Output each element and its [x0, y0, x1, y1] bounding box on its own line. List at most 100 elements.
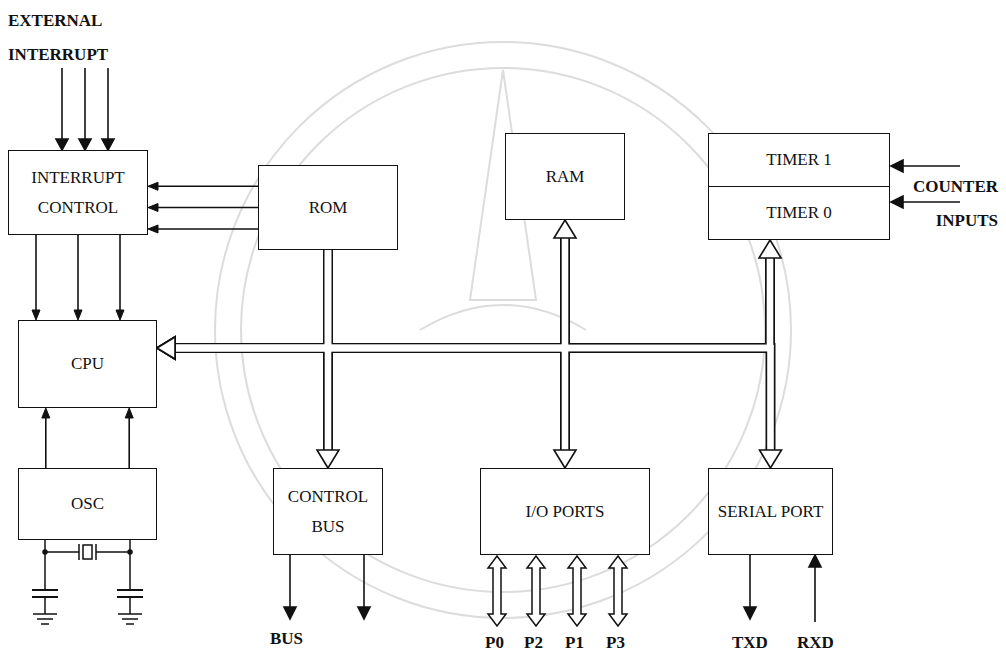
ground-symbol [122, 618, 138, 620]
box-label: ROM [309, 193, 348, 223]
bus-box: CONTROL BUS [273, 468, 383, 555]
bus-connector-fill [174, 237, 565, 348]
arrow-head [358, 607, 370, 619]
ground-symbol [37, 618, 53, 620]
memory-box: RAM [505, 133, 625, 220]
double-arrow [609, 556, 627, 626]
double-arrow [527, 556, 545, 626]
wire [129, 540, 131, 590]
arrow-head [148, 204, 158, 212]
box-label: OSC [71, 489, 104, 519]
ground-symbol [41, 623, 49, 625]
bus-arrow-head [157, 337, 175, 359]
port-box: SERIAL PORT [708, 468, 833, 555]
arrow-head [32, 310, 40, 320]
wire [45, 551, 79, 553]
pin-name: P1 [565, 632, 584, 654]
arrow-head [148, 182, 158, 190]
bus-connector-fill [174, 250, 328, 348]
signal-name: EXTERNAL INTERRUPT [8, 4, 128, 72]
bus-connector-fill [174, 348, 771, 451]
signal-connector [77, 235, 79, 311]
capacitor-plate [32, 589, 58, 591]
signal-line [749, 555, 751, 608]
cpu-box: CPU [18, 320, 157, 408]
arrow-head [891, 196, 903, 208]
bus-connector [174, 237, 565, 348]
arrow-head [744, 607, 756, 619]
bus-arrow-head [157, 337, 175, 359]
seal-ring [215, 42, 791, 618]
bus-arrow-head [554, 450, 576, 468]
pin-name: P2 [524, 632, 543, 654]
bus-output-arrows [284, 555, 370, 619]
signal-connector [45, 417, 47, 468]
bus-connector [174, 348, 771, 451]
arrow-head [148, 225, 158, 233]
box-label: CPU [71, 349, 104, 379]
box-label: RAM [546, 162, 585, 192]
arrow-head [42, 408, 50, 418]
crystal-body [83, 545, 92, 559]
timer-box: TIMER 0 [708, 186, 890, 240]
bus-arrow-head [157, 337, 175, 359]
arrow-head [79, 139, 91, 150]
box-label: TIMER 1 [766, 145, 832, 175]
arrow-head [891, 160, 903, 172]
port-box: I/O PORTS [480, 468, 650, 555]
wire [129, 597, 131, 614]
arrow-head [809, 555, 821, 567]
pin-name: TXD [732, 632, 768, 654]
double-arrow [568, 556, 586, 626]
crystal-plate [78, 544, 80, 560]
junction-dot [128, 550, 132, 554]
bus-arrow-head [317, 450, 339, 468]
bus-connector-fill [174, 257, 770, 348]
signal-connector [157, 228, 258, 230]
serial-arrows [744, 555, 821, 622]
seal-ring [241, 68, 765, 592]
bus-arrow-head [554, 220, 576, 238]
signal-connector [157, 207, 258, 209]
signal-line [61, 68, 63, 140]
arrow-head [125, 408, 133, 418]
signal-line [902, 165, 960, 167]
arrow-head [102, 139, 114, 150]
signal-name: COUNTER INPUTS [892, 170, 998, 238]
bus-arrow-head [759, 240, 781, 258]
capacitor-plate [117, 589, 143, 591]
signal-line [814, 566, 816, 622]
timer-box: TIMER 1 [708, 133, 890, 187]
bus-connector [174, 257, 770, 348]
bus-connector [174, 250, 328, 348]
box-label: TIMER 0 [766, 198, 832, 228]
double-arrow [488, 556, 506, 626]
bus-connector [174, 348, 565, 451]
bus-name: BUS [270, 628, 303, 650]
arrow-head [56, 139, 68, 150]
signal-connector [157, 186, 258, 188]
bus-arrow-head [157, 337, 175, 359]
arrow-head [74, 310, 82, 320]
signal-line [289, 555, 291, 608]
wire [44, 597, 46, 614]
crystal-plate [95, 544, 97, 560]
box-label: SERIAL PORT [718, 497, 824, 527]
wire [96, 551, 130, 553]
arrow-head [116, 310, 124, 320]
crystal-circuit [32, 540, 143, 624]
signal-line [902, 201, 960, 203]
signal-line [107, 68, 109, 140]
bus-fill [174, 237, 771, 451]
memory-box: ROM [258, 165, 398, 250]
control-box: INTERRUPT CONTROL [8, 150, 148, 235]
wire [44, 540, 46, 590]
signal-line [84, 68, 86, 140]
watermark-seal [215, 42, 791, 618]
pin-name: P3 [606, 632, 625, 654]
arrow-head [284, 607, 296, 619]
box-label: I/O PORTS [526, 497, 605, 527]
pin-name: P0 [485, 632, 504, 654]
signal-connector [128, 417, 130, 468]
